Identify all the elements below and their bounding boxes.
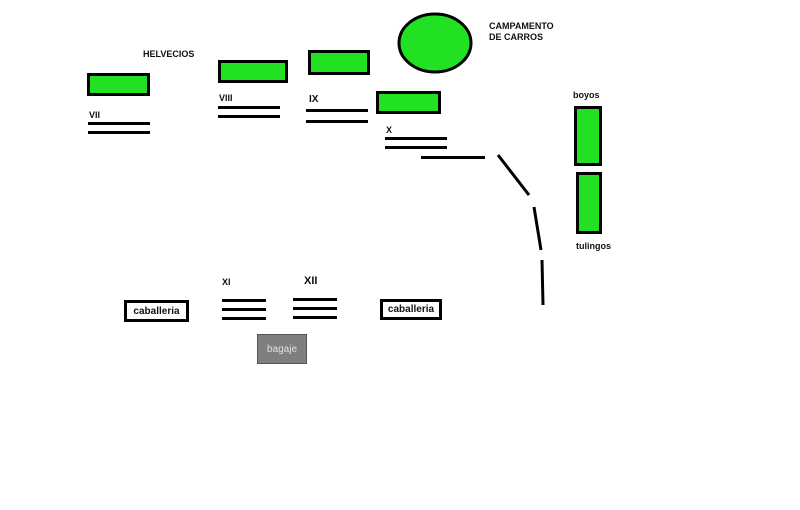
legion-xii-label: XII bbox=[304, 275, 318, 287]
legion-vii-line-2 bbox=[88, 131, 150, 134]
legion-xi-line-1 bbox=[222, 299, 266, 302]
legion-xii-line-2 bbox=[293, 307, 337, 310]
boyos-block bbox=[574, 106, 602, 166]
baggage-label: bagaje bbox=[266, 343, 298, 355]
legion-ix-label: IX bbox=[309, 94, 319, 105]
legion-xii-line-3 bbox=[293, 316, 337, 319]
helvetian-block-4 bbox=[376, 91, 441, 114]
legion-x-line-2 bbox=[385, 146, 447, 149]
helvetian-block-2 bbox=[218, 60, 288, 83]
cavalry-left-box: caballeria bbox=[124, 300, 189, 322]
campamento-label-line2: DE CARROS bbox=[489, 32, 544, 42]
tulingos-label: tulingos bbox=[576, 241, 611, 251]
camp-ellipse bbox=[397, 12, 473, 74]
legion-viii-line-2 bbox=[218, 115, 280, 118]
helvecios-label: HELVECIOS bbox=[143, 49, 195, 59]
boyos-label: boyos bbox=[573, 90, 600, 100]
legion-xi-line-3 bbox=[222, 317, 266, 320]
cavalry-right-box: caballeria bbox=[380, 299, 442, 320]
campamento-label: CAMPAMENTO DE CARROS bbox=[489, 21, 554, 43]
tulingos-block bbox=[576, 172, 602, 234]
legion-viii-line-1 bbox=[218, 106, 280, 109]
legion-x-line-3 bbox=[421, 156, 485, 159]
legion-vii-line-1 bbox=[88, 122, 150, 125]
legion-viii-label: VIII bbox=[219, 93, 233, 103]
legion-ix-line-2 bbox=[306, 120, 368, 123]
legion-xi-line-2 bbox=[222, 308, 266, 311]
cavalry-left-label: caballeria bbox=[133, 305, 180, 317]
arc-segment-3 bbox=[540, 259, 545, 306]
legion-xii-line-1 bbox=[293, 298, 337, 301]
legion-xi-label: XI bbox=[222, 277, 231, 287]
helvetian-block-1 bbox=[87, 73, 150, 96]
arc-segment-2 bbox=[532, 206, 543, 251]
helvetian-block-3 bbox=[308, 50, 370, 75]
campamento-label-line1: CAMPAMENTO bbox=[489, 21, 554, 31]
legion-ix-line-1 bbox=[306, 109, 368, 112]
legion-x-label: X bbox=[386, 125, 393, 135]
legion-vii-label: VII bbox=[89, 110, 101, 120]
arc-segment-1 bbox=[496, 154, 531, 196]
baggage-box: bagaje bbox=[257, 334, 307, 364]
legion-x-line-1 bbox=[385, 137, 447, 140]
cavalry-right-label: caballeria bbox=[387, 304, 435, 315]
